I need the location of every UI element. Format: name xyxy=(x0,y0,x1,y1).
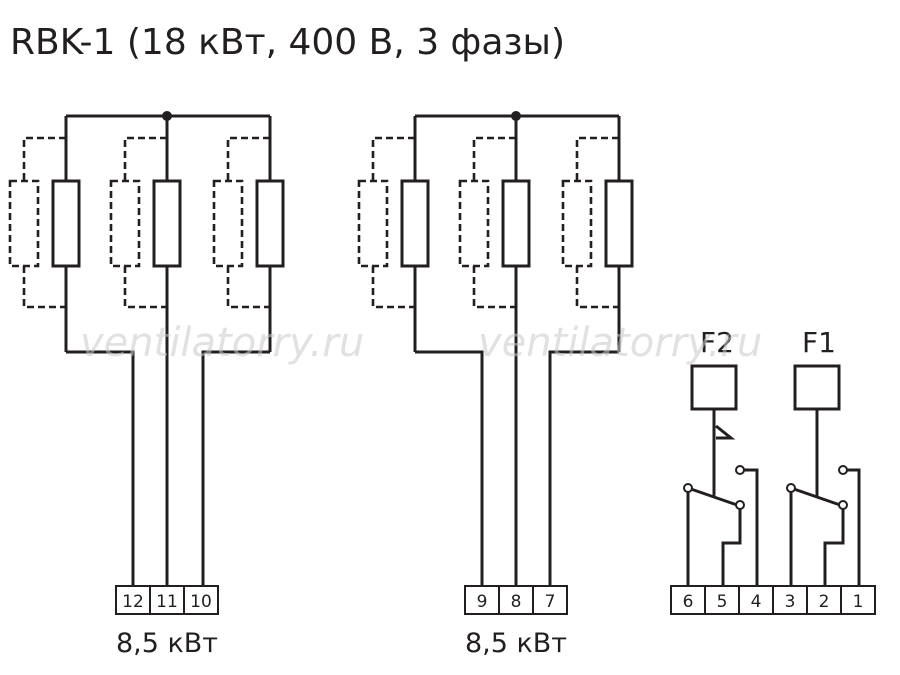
optional-resistor xyxy=(458,179,490,268)
watermark: ventilatorry.ru xyxy=(80,320,364,366)
power-label: 8,5 кВт xyxy=(465,628,567,659)
thermostat-sensor-f1 xyxy=(793,364,841,411)
feed-wire-10 xyxy=(201,350,270,586)
heater-group-2: 9 8 7 8,5 кВт xyxy=(357,111,634,659)
heater-element-c xyxy=(561,116,634,352)
manual-reset-mark xyxy=(715,424,736,440)
heater-element-a xyxy=(8,116,81,352)
heater-group-1: 12 11 10 8,5 кВт xyxy=(8,111,285,659)
thermostat-sensor-f2 xyxy=(690,364,738,411)
thermostat-f2 xyxy=(683,364,759,586)
thermostat-circuit: F2 F1 xyxy=(670,326,876,615)
heater-resistor xyxy=(255,179,285,268)
terminal-label: 11 xyxy=(156,592,178,612)
watermark: ventilatorry.ru xyxy=(478,320,762,366)
heater-element-b xyxy=(458,116,531,586)
terminal-label: 1 xyxy=(853,592,864,612)
terminal-label: 12 xyxy=(122,592,144,612)
diagram-title: RBK-1 (18 кВт, 400 В, 3 фазы) xyxy=(10,22,565,63)
optional-resistor xyxy=(561,179,593,268)
heater-resistor xyxy=(152,179,182,268)
terminal-block-control: 6 5 4 3 2 1 xyxy=(670,585,876,615)
optional-resistor xyxy=(109,179,141,268)
terminal-9 xyxy=(464,585,500,615)
terminal-5 xyxy=(704,585,740,615)
terminal-block-2: 9 8 7 xyxy=(464,585,568,615)
terminal-label: 9 xyxy=(477,592,488,612)
heater-element-c xyxy=(212,116,285,352)
terminal-label: 8 xyxy=(511,592,522,612)
feed-wire-12 xyxy=(66,350,135,586)
optional-resistor xyxy=(8,179,40,268)
optional-resistor xyxy=(212,179,244,268)
terminal-label: 5 xyxy=(717,592,728,612)
terminal-3 xyxy=(772,585,808,615)
power-label: 8,5 кВт xyxy=(116,628,218,659)
terminal-1 xyxy=(840,585,876,615)
thermostat-f1 xyxy=(786,364,861,586)
optional-resistor xyxy=(357,179,389,268)
terminal-label: 2 xyxy=(819,592,830,612)
terminal-label: 4 xyxy=(751,592,762,612)
terminal-10 xyxy=(183,585,219,615)
terminal-label: 7 xyxy=(545,592,556,612)
fuse-label-f2: F2 xyxy=(700,326,734,359)
switch-contact xyxy=(790,486,844,508)
heater-resistor xyxy=(501,179,531,268)
terminal-label: 3 xyxy=(785,592,796,612)
heater-element-b xyxy=(109,116,182,586)
heater-resistor xyxy=(400,179,430,268)
heater-element-a xyxy=(357,116,430,352)
fuse-label-f1: F1 xyxy=(802,326,836,359)
terminal-block-1: 12 11 10 xyxy=(115,585,219,615)
feed-wire-7 xyxy=(548,350,619,586)
terminal-label: 10 xyxy=(190,592,212,612)
heater-resistor xyxy=(51,179,81,268)
terminal-label: 6 xyxy=(683,592,694,612)
heater-resistor xyxy=(604,179,634,268)
switch-contact xyxy=(687,486,741,508)
feed-wire-9 xyxy=(415,350,484,586)
terminal-7 xyxy=(532,585,568,615)
